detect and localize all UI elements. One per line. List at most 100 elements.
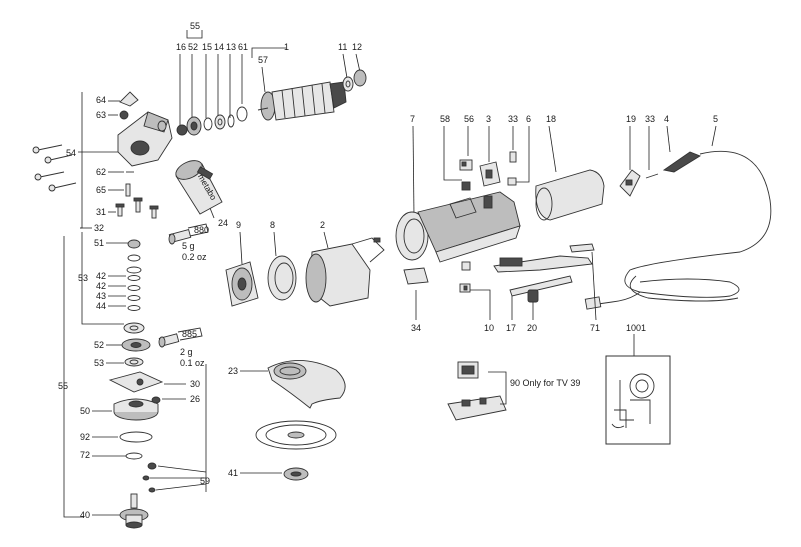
label-23: 23: [228, 366, 238, 376]
label-13: 13: [226, 42, 236, 52]
brush-33: [509, 151, 517, 163]
nut-16: [176, 124, 188, 136]
label-15: 15: [202, 42, 212, 52]
grease-885-amount: 2 g: [180, 347, 193, 357]
label-55-left: 55: [58, 381, 68, 391]
label-11: 11: [338, 42, 347, 52]
label-64: 64: [96, 95, 106, 105]
grease-880-amount-oz: 0.2 oz: [182, 252, 207, 262]
label-34: 34: [411, 323, 421, 333]
label-53-left: 53: [78, 273, 88, 283]
washer-b: [126, 266, 142, 274]
ring-13: [227, 114, 235, 128]
label-33-mid: 33: [508, 114, 518, 124]
bearing-flange-50: [113, 398, 159, 421]
bracket-53: [81, 232, 124, 325]
spring-63: [119, 110, 129, 120]
label-52-top: 52: [188, 42, 198, 52]
bearing-14: [214, 114, 226, 130]
wheel-guard-23: [267, 360, 346, 409]
o-ring-92: [119, 431, 153, 443]
electronics-module-90: [447, 361, 507, 421]
clamping-disc-41: [255, 420, 337, 450]
switch-3: [479, 161, 501, 187]
brush-holder-58: [461, 181, 471, 191]
grease-880-amount: 5 g: [182, 241, 195, 251]
label-3: 3: [486, 114, 491, 124]
gear-housing-54: [117, 111, 173, 167]
label-2: 2: [320, 220, 325, 230]
screws-59: [142, 462, 157, 493]
label-8: 8: [270, 220, 275, 230]
label-12: 12: [352, 42, 362, 52]
label-53-bottom: 53: [94, 358, 104, 368]
label-30: 30: [190, 379, 200, 389]
label-40: 40: [80, 510, 90, 520]
label-16: 16: [176, 42, 186, 52]
side-handle-24: [175, 160, 223, 219]
label-1001: 1001: [626, 323, 646, 333]
label-61: 61: [238, 42, 248, 52]
spindle-40: [119, 493, 149, 529]
grease-885-code: 885: [182, 329, 197, 339]
label-19: 19: [626, 114, 636, 124]
switch-rod: [493, 255, 593, 273]
label-44: 44: [96, 301, 106, 311]
note-90: 90 Only for TV 39: [510, 378, 580, 388]
label-14: 14: [214, 42, 224, 52]
label-31: 31: [96, 207, 106, 217]
bearing-53: [123, 322, 145, 334]
label-43: 43: [96, 291, 106, 301]
bracket-55-top: [186, 30, 203, 39]
motor-housing-7: [395, 191, 521, 263]
label-42-a: 42: [96, 271, 106, 281]
circlip-61: [236, 106, 248, 122]
felt-ring-72: [125, 452, 143, 460]
bearing-53-b: [124, 357, 144, 367]
label-42-b: 42: [96, 281, 106, 291]
label-10: 10: [484, 323, 494, 333]
washer: [127, 254, 141, 262]
label-65: 65: [96, 185, 106, 195]
label-33-right: 33: [645, 114, 655, 124]
spindle-lock-cap-64: [119, 91, 139, 107]
label-5: 5: [713, 114, 718, 124]
cable-5: [584, 150, 772, 310]
label-71: 71: [590, 323, 600, 333]
grease-tube-885: [158, 327, 203, 348]
label-57: 57: [258, 55, 268, 65]
flange-plate-30: [108, 371, 164, 393]
screw-26: [151, 396, 161, 404]
label-6: 6: [526, 114, 531, 124]
bearing-11: [342, 76, 354, 92]
label-20: 20: [527, 323, 537, 333]
terminal-parts: [459, 261, 471, 293]
shims-42-44: [127, 275, 141, 311]
plug-6: [507, 177, 517, 186]
screw-33: [645, 173, 659, 179]
label-58: 58: [440, 114, 450, 124]
grease-tube-880: [168, 223, 209, 245]
label-62: 62: [96, 167, 106, 177]
gear-52: [121, 338, 151, 352]
label-1: 1: [284, 42, 289, 52]
slider-71: [569, 243, 595, 253]
grease-880-code: 880: [194, 225, 209, 235]
label-18: 18: [546, 114, 556, 124]
stator-2: [305, 237, 385, 307]
washer-15: [203, 117, 213, 131]
cap-12: [353, 69, 367, 87]
pin-65: [125, 183, 131, 197]
label-51: 51: [94, 238, 104, 248]
wiring-diagram-1001: [605, 355, 671, 445]
cable-clamp-19: [619, 169, 641, 197]
label-54: 54: [66, 148, 76, 158]
label-7: 7: [410, 114, 415, 124]
label-50: 50: [80, 406, 90, 416]
air-guide-8: [267, 255, 297, 301]
label-24: 24: [218, 218, 228, 228]
label-sticker-34: [403, 267, 429, 285]
bevel-gear-52: [186, 116, 202, 136]
label-92: 92: [80, 432, 90, 442]
